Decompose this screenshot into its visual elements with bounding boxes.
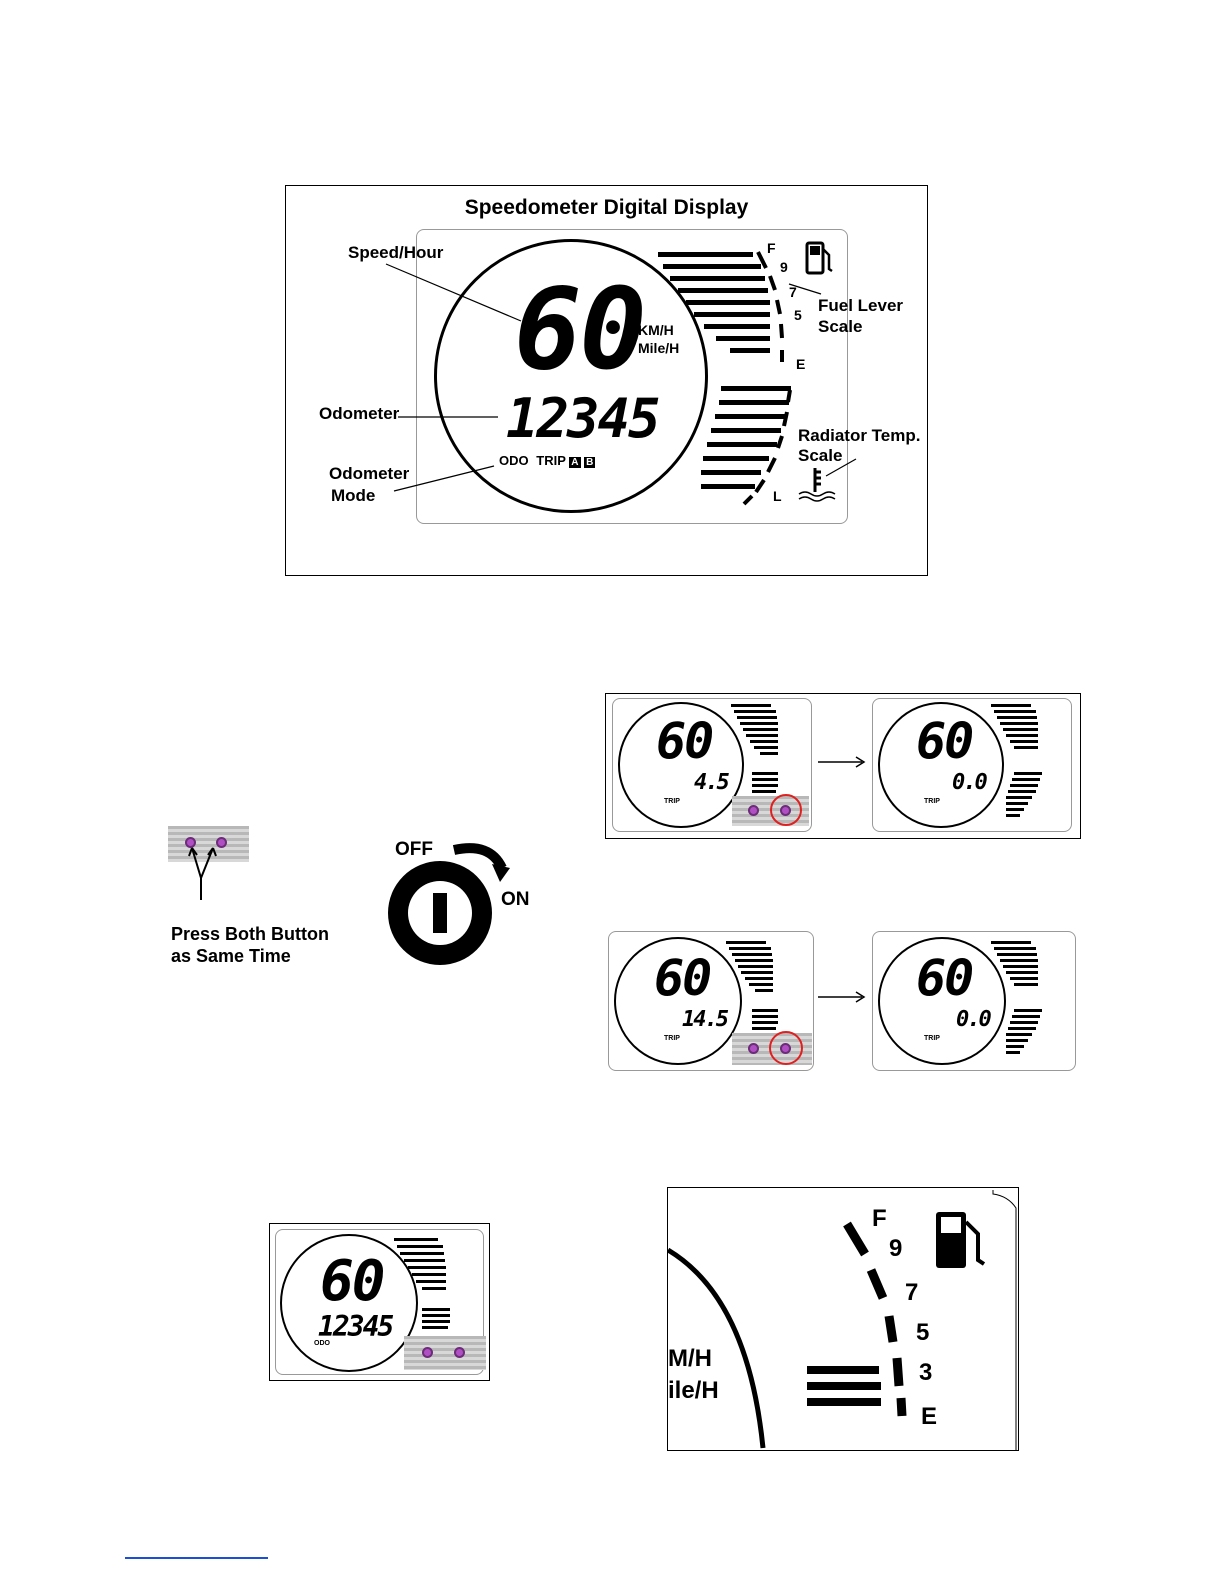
footer-link-line[interactable] — [125, 1557, 268, 1559]
fuel-zoom-tick-9: 9 — [889, 1238, 902, 1259]
press-both-label-line1: Press Both Button — [171, 924, 329, 945]
fuel-zoom-tick-f: F — [872, 1208, 887, 1229]
fuel-pump-icon — [934, 1210, 986, 1272]
fuel-zoom-unit-kmh: M/H — [668, 1348, 712, 1369]
trip-b-arrow — [818, 989, 868, 1005]
fuel-zoom-tick-marks — [843, 1218, 913, 1418]
trip-a-before-reading: 4.5 — [694, 770, 728, 795]
fuel-zoom-tick-e: E — [921, 1406, 937, 1427]
trip-a-before-mode: TRIP — [664, 798, 680, 805]
trip-reset-a: 60 4.5 TRIP 60 0.0 TRIP — [605, 693, 1081, 839]
trip-a-before-speed: 60 — [656, 716, 712, 766]
trip-b-before-buttons — [732, 1033, 812, 1065]
trip-a-before-buttons — [732, 796, 809, 826]
odo-right-button[interactable] — [454, 1347, 465, 1358]
trip-b-before-reading: 14.5 — [682, 1007, 727, 1032]
trip-b-before-mode: TRIP — [664, 1035, 680, 1042]
trip-a-left-button[interactable] — [748, 805, 759, 816]
trip-a-after-mode: TRIP — [924, 798, 940, 805]
trip-a-after-reading: 0.0 — [952, 770, 986, 795]
odo-buttons — [404, 1336, 486, 1370]
odo-reading: 12345 — [318, 1310, 392, 1343]
odo-mode: ODO — [314, 1340, 330, 1347]
trip-b-after-speed: 60 — [916, 953, 972, 1003]
trip-b-after-mode: TRIP — [924, 1035, 940, 1042]
trip-b-before-speed: 60 — [654, 953, 710, 1003]
fuel-zoom-tick-3: 3 — [919, 1362, 932, 1383]
fuel-zoom-tick-5: 5 — [916, 1322, 929, 1343]
fuel-zoom-unit-mph: ile/H — [668, 1380, 719, 1401]
odo-panel: 60 12345 ODO — [269, 1223, 490, 1381]
press-both-label-line2: as Same Time — [171, 946, 291, 967]
trip-a-arrow — [818, 754, 868, 770]
speedometer-diagram: Speedometer Digital Display 60 KM/H Mile… — [285, 185, 928, 576]
fuel-zoom-panel: M/H ile/H F 9 7 5 3 E — [667, 1187, 1019, 1451]
odo-left-button[interactable] — [422, 1347, 433, 1358]
fuel-zoom-tick-7: 7 — [905, 1282, 918, 1303]
press-both-arrows — [180, 840, 240, 904]
trip-reset-b: 60 14.5 TRIP 60 0.0 TRIP — [605, 928, 1081, 1074]
trip-a-after-speed: 60 — [916, 716, 972, 766]
callout-leader-lines — [286, 186, 929, 577]
trip-b-left-button[interactable] — [748, 1043, 759, 1054]
odo-speed: 60 — [320, 1254, 383, 1310]
trip-b-after-reading: 0.0 — [956, 1007, 990, 1032]
trip-a-highlight-ring — [770, 794, 802, 826]
ignition-switch-icon[interactable] — [380, 838, 520, 973]
trip-b-highlight-ring — [769, 1031, 803, 1065]
